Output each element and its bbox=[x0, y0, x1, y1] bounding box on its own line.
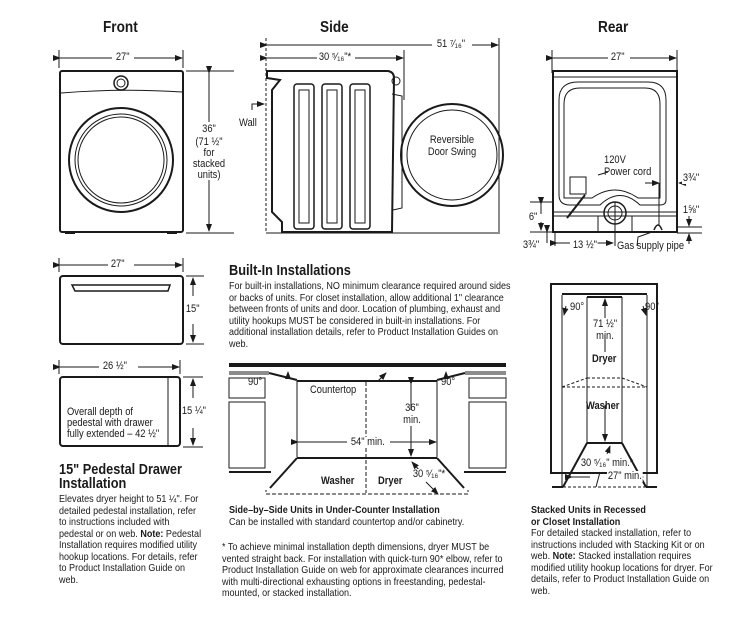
rear-width-dimension: 27" bbox=[610, 51, 626, 63]
wall-label: Wall bbox=[239, 117, 257, 129]
stacked-height-1: 71 ½" bbox=[592, 318, 618, 330]
gas-height-dimension: 1⅝" bbox=[682, 204, 701, 216]
cord-to-center-dimension: 13 ½" bbox=[572, 239, 598, 251]
front-height-dimension: 36" bbox=[202, 123, 216, 135]
under-counter-dryer-label: Dryer bbox=[378, 475, 403, 487]
stacked-width-min: 27" min. bbox=[607, 470, 643, 482]
stacked-closet-drawing bbox=[550, 283, 658, 488]
under-counter-washer-label: Washer bbox=[321, 475, 355, 487]
pedestal-side-height-dimension: 15 ¼" bbox=[181, 405, 207, 417]
front-height-note-3: stacked bbox=[192, 158, 226, 170]
pedestal-side-drawing bbox=[53, 360, 203, 448]
pedestal-front-drawing bbox=[53, 258, 204, 345]
under-counter-height-2: min. bbox=[403, 414, 421, 426]
depth-footnote: * To achieve minimal installation depth … bbox=[222, 541, 504, 599]
stacked-depth-min: 30 ⁵⁄₁₆" min.* bbox=[580, 457, 634, 469]
gas-side-offset-dimension: 3¾" bbox=[682, 172, 701, 184]
stacked-caption-title-1: Stacked Units in Recessed bbox=[531, 504, 646, 516]
stacked-angle-right: 90° bbox=[645, 301, 660, 313]
power-cord-label-2: Power cord bbox=[604, 166, 652, 178]
door-swing-label-1: Reversible bbox=[429, 134, 475, 146]
pedestal-front-width-dimension: 27" bbox=[110, 258, 126, 270]
front-view-drawing bbox=[53, 50, 234, 234]
stacked-caption: Stacked Units in Recessed or Closet Inst… bbox=[531, 504, 725, 597]
pedestal-side-width-dimension: 26 ½" bbox=[102, 360, 128, 372]
power-cord-label-1: 120V bbox=[604, 154, 626, 166]
pedestal-front-height-dimension: 15" bbox=[185, 303, 201, 315]
pedestal-note-text: Pedestal Installation requires modified … bbox=[59, 527, 202, 586]
pedestal-heading-2: Installation bbox=[59, 475, 127, 492]
built-in-heading: Built-In Installations bbox=[229, 262, 351, 279]
front-view-title: Front bbox=[103, 19, 138, 36]
pedestal-depth-note-3: fully extended – 42 ½" bbox=[67, 428, 160, 440]
gas-supply-pipe-label: Gas supply pipe bbox=[617, 240, 685, 252]
under-counter-caption-title: Side–by–Side Units in Under-Counter Inst… bbox=[229, 504, 440, 516]
stacked-caption-title-2: or Closet Installation bbox=[531, 515, 621, 528]
stacked-height-2: min. bbox=[596, 330, 614, 342]
countertop-label: Countertop bbox=[310, 384, 357, 396]
under-counter-drawing bbox=[228, 363, 507, 495]
stacked-note-label: Note: bbox=[552, 550, 576, 562]
side-view-title: Side bbox=[320, 19, 349, 36]
under-counter-angle-left: 90° bbox=[248, 376, 263, 388]
under-counter-height-1: 36" bbox=[405, 402, 419, 414]
stacked-caption-text: For detailed stacked installation, refer… bbox=[531, 527, 705, 562]
front-width-dimension: 27" bbox=[115, 51, 131, 63]
front-height-note-4: units) bbox=[197, 169, 221, 181]
pedestal-heading-1: 15" Pedestal Drawer bbox=[59, 461, 182, 478]
stacked-washer-label: Washer bbox=[586, 400, 620, 412]
under-counter-angle-right: 90° bbox=[441, 376, 456, 388]
stacked-note-text: Stacked installation requires modified u… bbox=[531, 550, 713, 597]
rear-view-drawing bbox=[530, 50, 702, 247]
side-depth-door-open-dimension: 51 ⁷⁄₁₆" bbox=[436, 38, 466, 50]
under-counter-depth: 30 ⁵⁄₁₆"* bbox=[412, 468, 447, 480]
pedestal-depth-note-2: pedestal with drawer bbox=[67, 417, 153, 429]
door-swing-label-2: Door Swing bbox=[427, 146, 477, 158]
cord-height-dimension: 6" bbox=[528, 211, 539, 223]
side-view-drawing bbox=[251, 38, 504, 234]
rear-view-title: Rear bbox=[598, 19, 629, 36]
bottom-offset-dimension: 3¾" bbox=[522, 239, 541, 251]
pedestal-description: Elevates dryer height to 51 ¼". For deta… bbox=[59, 493, 203, 586]
pedestal-note-label: Note: bbox=[140, 527, 164, 540]
pedestal-body-text: Elevates dryer height to 51 ¼". For deta… bbox=[59, 493, 199, 540]
front-height-note-2: for bbox=[203, 147, 215, 159]
built-in-description: For built-in installations, NO minimum c… bbox=[229, 280, 511, 350]
under-counter-caption-text: Can be installed with standard counterto… bbox=[229, 515, 465, 528]
stacked-dryer-label: Dryer bbox=[592, 353, 617, 365]
front-height-note-1: (71 ½" bbox=[195, 136, 223, 148]
side-depth-dimension: 30 ⁵⁄₁₆"* bbox=[318, 51, 353, 63]
under-counter-caption: Side–by–Side Units in Under-Counter Inst… bbox=[229, 504, 521, 528]
pedestal-depth-note-1: Overall depth of bbox=[67, 406, 134, 418]
under-counter-width-min: 54" min. bbox=[350, 436, 386, 448]
stacked-angle-left: 90° bbox=[570, 301, 585, 313]
